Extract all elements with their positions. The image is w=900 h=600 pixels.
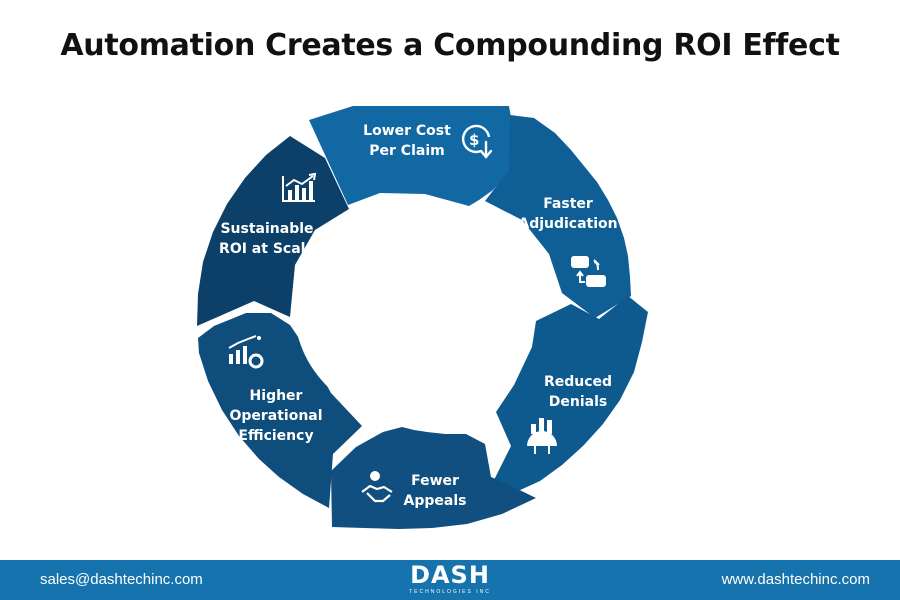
page-title: Automation Creates a Compounding ROI Eff… [60,28,840,63]
segment-label-lower-cost: Lower Cost Per Claim [363,123,451,159]
segment-fewer-appeals [331,427,536,529]
handshake-icon [361,471,393,503]
footer-bar: sales@dashtechinc.com DASH TECHNOLOGIES … [0,560,900,600]
line-chart-icon [282,172,317,202]
logo-subtext: TECHNOLOGIES INC [409,589,491,595]
bar-gear-icon [228,335,264,369]
segment-label-higher-efficiency: Higher Operational Efficiency [229,388,323,444]
website-link[interactable]: www.dashtechinc.com [721,571,870,588]
segment-faster-adjudication [485,115,631,318]
swap-chat-icon [571,256,606,287]
segment-label-sustainable-roi: Sustainable ROI at Scale [219,221,315,257]
dollar-down-icon: $ [461,124,493,159]
center-hole [294,196,516,418]
segment-label-reduced-denials: Reduced Denials [543,374,613,410]
gear-chart-icon [527,418,557,454]
svg-text:$: $ [469,131,479,149]
contact-email-link[interactable]: sales@dashtechinc.com [40,571,203,588]
segment-label-fewer-appeals: Fewer Appeals [403,473,467,509]
segment-label-faster-adjudication: Faster Adjudication [518,196,618,232]
roi-cycle-diagram: $ [197,106,648,529]
logo-text: DASH [410,561,490,589]
dash-logo: DASH TECHNOLOGIES INC [390,562,510,596]
